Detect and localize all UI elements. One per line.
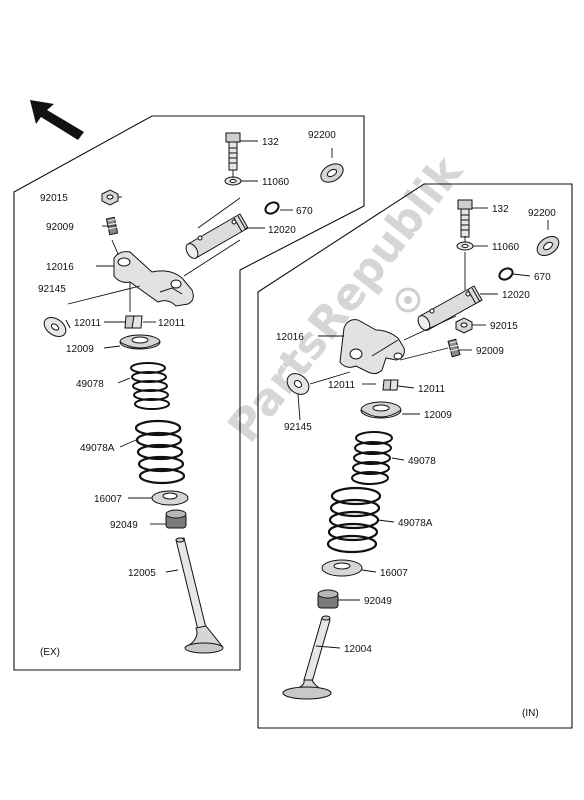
inner-spring bbox=[130, 362, 170, 410]
label-12009: 12009 bbox=[424, 410, 452, 421]
label-92200: 92200 bbox=[528, 208, 556, 219]
label-12011-left: 12011 bbox=[328, 380, 356, 391]
label-16007: 16007 bbox=[380, 568, 408, 579]
rocker-arm bbox=[339, 319, 405, 375]
shim-92145-hole bbox=[50, 323, 60, 331]
shim-92200-hole bbox=[326, 168, 338, 178]
spring-seat bbox=[151, 490, 189, 506]
label-12005: 12005 bbox=[128, 568, 156, 579]
shim-92200-hole bbox=[543, 241, 553, 251]
label-12011-left: 12011 bbox=[74, 318, 102, 329]
o-ring bbox=[498, 267, 514, 281]
intake-panel-tag: (IN) bbox=[522, 708, 539, 719]
label-12011-right: 12011 bbox=[418, 384, 446, 395]
label-670: 670 bbox=[534, 272, 551, 283]
nut-hole bbox=[460, 322, 468, 328]
gear-hub bbox=[404, 296, 412, 304]
intake-valve bbox=[282, 615, 332, 700]
label-92049: 92049 bbox=[110, 520, 138, 531]
outer-spring bbox=[326, 486, 382, 554]
rocker-shaft bbox=[417, 285, 483, 331]
spring-seat bbox=[321, 559, 363, 577]
label-132: 132 bbox=[492, 204, 509, 215]
label-12020: 12020 bbox=[268, 225, 296, 236]
label-12016: 12016 bbox=[276, 332, 304, 343]
label-49078: 49078 bbox=[76, 379, 104, 390]
gear-icon bbox=[395, 287, 421, 313]
label-49078A: 49078A bbox=[398, 518, 433, 529]
arrow-up-left-icon bbox=[30, 100, 84, 140]
bolt bbox=[225, 132, 241, 171]
label-92009: 92009 bbox=[46, 222, 74, 233]
retainer bbox=[119, 334, 161, 350]
exhaust-panel-frame bbox=[13, 115, 365, 671]
rocker-arm bbox=[113, 251, 194, 307]
watermark-text: PartsRepublik bbox=[218, 145, 473, 451]
label-11060: 11060 bbox=[262, 177, 290, 188]
label-92049: 92049 bbox=[364, 596, 392, 607]
intake-labels: 132 92200 11060 670 12020 92015 12016 92… bbox=[276, 204, 556, 655]
outer-spring bbox=[134, 419, 186, 485]
label-92009: 92009 bbox=[476, 346, 504, 357]
exhaust-panel-tag: (EX) bbox=[40, 647, 60, 658]
bolt bbox=[457, 199, 473, 238]
stem-seal bbox=[165, 509, 187, 529]
label-12009: 12009 bbox=[66, 344, 94, 355]
label-92145: 92145 bbox=[38, 284, 66, 295]
intake-panel-frame bbox=[257, 183, 573, 729]
intake-assembly bbox=[282, 199, 560, 700]
label-11060: 11060 bbox=[492, 242, 520, 253]
label-92200: 92200 bbox=[308, 130, 336, 141]
rocker-shaft bbox=[185, 213, 249, 259]
intake-leaders bbox=[297, 207, 549, 649]
label-12016: 12016 bbox=[46, 262, 74, 273]
label-670: 670 bbox=[296, 206, 313, 217]
label-132: 132 bbox=[262, 137, 279, 148]
watermark: PartsRepublik bbox=[218, 145, 473, 451]
label-12011-right: 12011 bbox=[158, 318, 186, 329]
stem-seal bbox=[317, 589, 339, 609]
retainer bbox=[360, 401, 402, 419]
exhaust-valve bbox=[175, 537, 224, 654]
label-16007: 16007 bbox=[94, 494, 122, 505]
exhaust-leaders bbox=[65, 140, 333, 573]
nut-hole bbox=[106, 194, 114, 200]
washer-hole bbox=[229, 179, 237, 183]
shim-92145-hole bbox=[293, 380, 303, 388]
adjust-screw bbox=[447, 338, 461, 358]
keepers bbox=[124, 315, 143, 329]
o-ring bbox=[264, 201, 280, 215]
label-49078: 49078 bbox=[408, 456, 436, 467]
label-12020: 12020 bbox=[502, 290, 530, 301]
label-49078A: 49078A bbox=[80, 443, 115, 454]
inner-spring bbox=[351, 431, 393, 485]
label-92015: 92015 bbox=[40, 193, 68, 204]
keepers bbox=[382, 379, 399, 391]
washer-hole bbox=[461, 244, 469, 248]
exhaust-labels: 132 92200 11060 670 12020 92015 92009 12… bbox=[38, 130, 336, 579]
label-12004: 12004 bbox=[344, 644, 372, 655]
label-92015: 92015 bbox=[490, 321, 518, 332]
label-92145: 92145 bbox=[284, 422, 312, 433]
